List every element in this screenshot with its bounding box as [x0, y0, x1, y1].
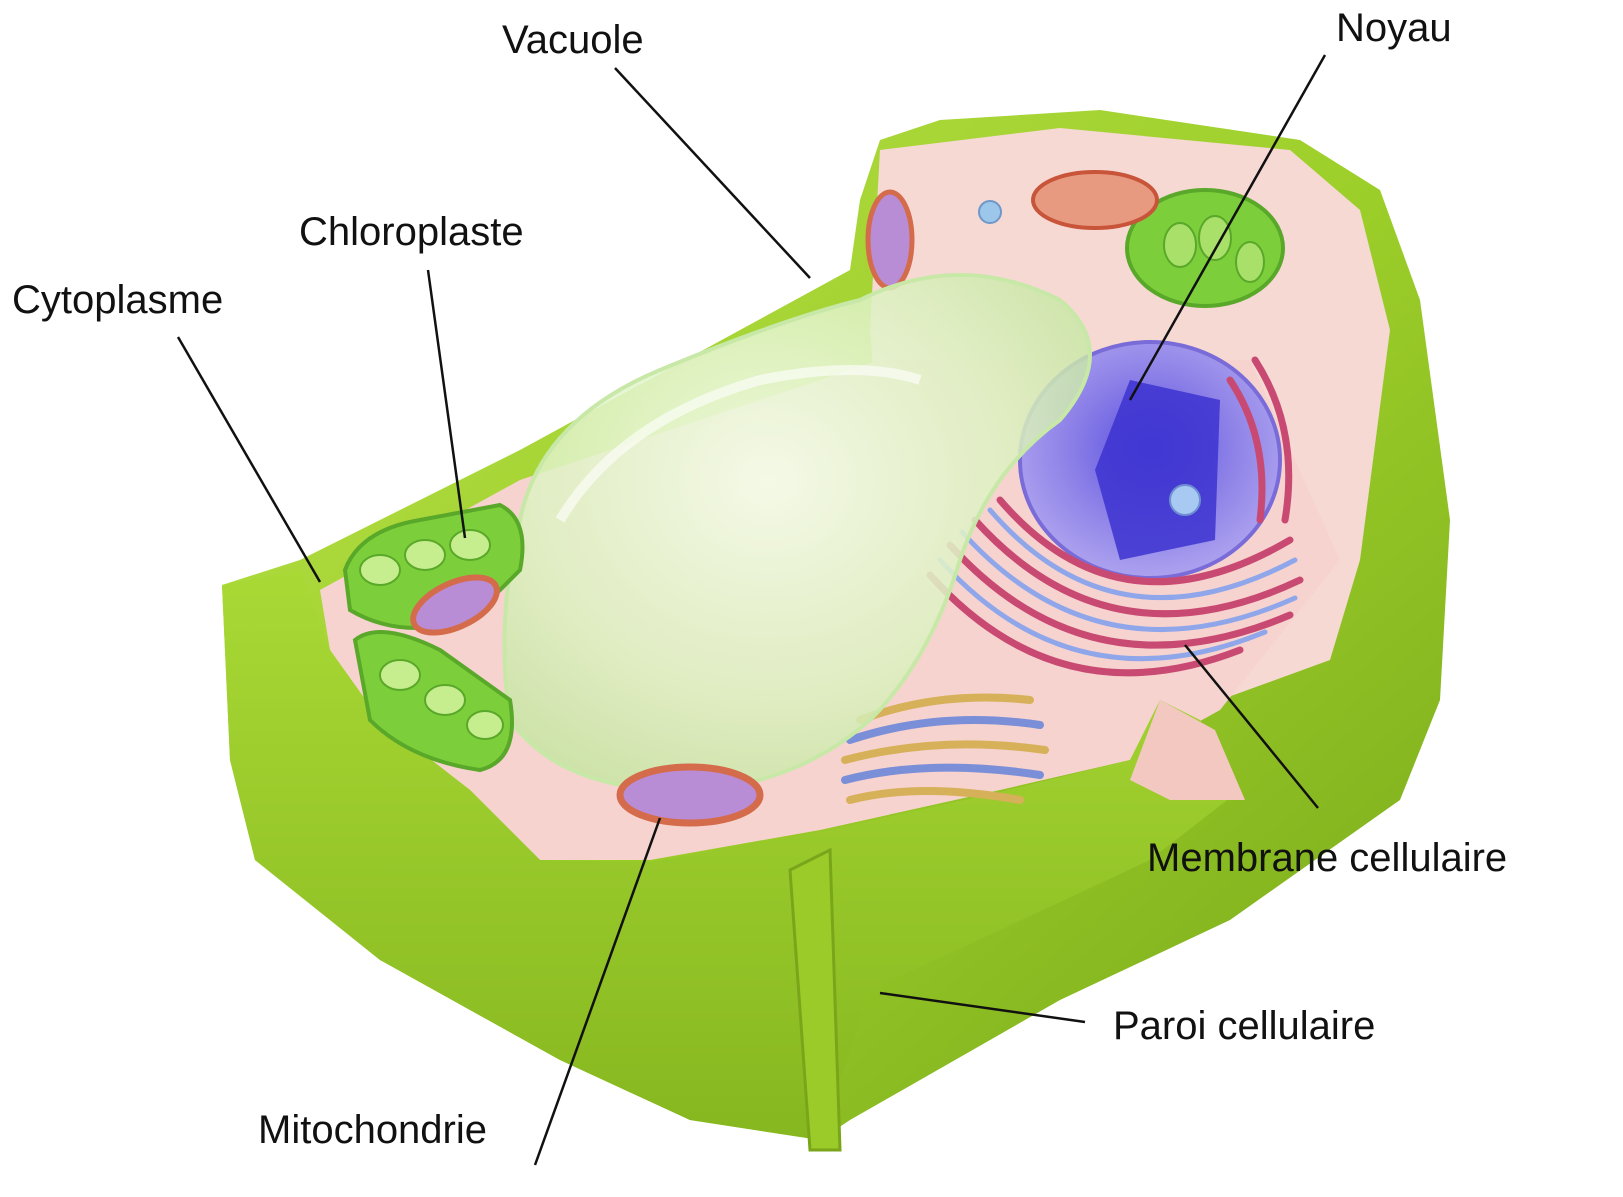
leader-cytoplasme	[178, 337, 320, 582]
label-membrane-cellulaire: Membrane cellulaire	[1147, 838, 1507, 878]
mitochondrion-wall	[868, 192, 912, 288]
label-paroi-cellulaire: Paroi cellulaire	[1113, 1006, 1375, 1046]
label-noyau: Noyau	[1336, 8, 1452, 48]
label-cytoplasme: Cytoplasme	[12, 280, 223, 320]
label-mitochondrie: Mitochondrie	[258, 1110, 487, 1150]
mitochondrion-bottom	[620, 767, 760, 823]
nucleolus	[1170, 485, 1200, 515]
mitochondrion-back	[1033, 172, 1157, 228]
label-chloroplaste: Chloroplaste	[299, 212, 524, 252]
leader-vacuole	[615, 68, 810, 278]
label-vacuole: Vacuole	[502, 20, 644, 60]
vesicle	[979, 201, 1001, 223]
